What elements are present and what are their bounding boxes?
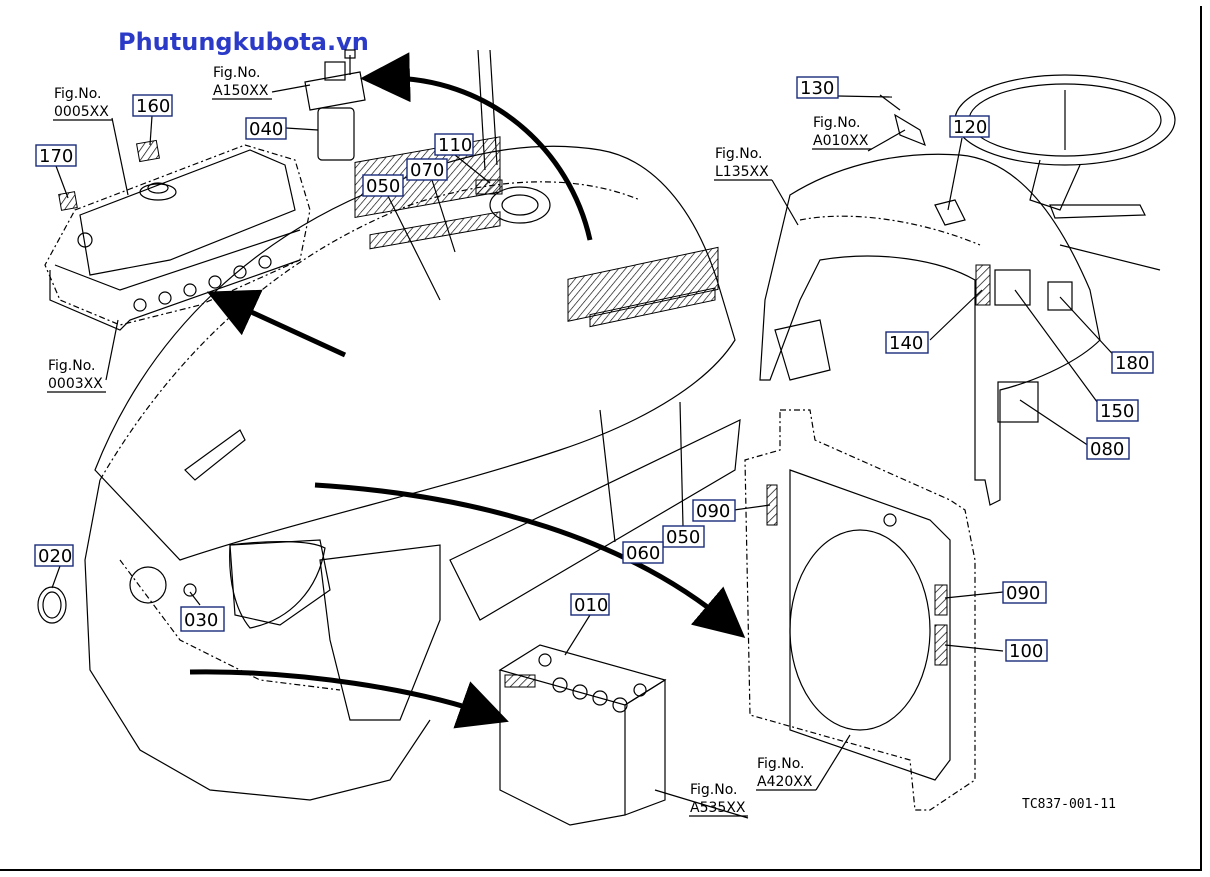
svg-text:170: 170: [39, 146, 73, 167]
decal-110: [475, 179, 503, 195]
svg-text:040: 040: [249, 119, 283, 140]
part-label-130: 130: [796, 76, 839, 99]
part-label-040: 040: [245, 117, 287, 140]
svg-text:070: 070: [410, 160, 444, 181]
engine-drawing: [44, 139, 311, 331]
dash-panel-drawing: [759, 74, 1176, 506]
svg-text:100: 100: [1009, 641, 1043, 662]
svg-text:080: 080: [1090, 439, 1124, 460]
part-label-120: 120: [949, 115, 990, 138]
emblem-020: [37, 586, 67, 624]
svg-text:020: 020: [38, 546, 72, 567]
drawing-code: TC837-001-11: [1022, 797, 1116, 812]
svg-text:Fig.No.: Fig.No.: [715, 146, 763, 162]
part-label-180: 180: [1111, 351, 1154, 374]
fig-ref-A010XX: Fig.No. A010XX: [812, 115, 872, 150]
part-label-050-top: 050: [362, 174, 404, 197]
part-label-100: 100: [1005, 639, 1048, 662]
radiator-frame-drawing: [744, 409, 976, 811]
hood-drawing: [84, 49, 741, 801]
fig-ref-A150XX: Fig.No. A150XX: [212, 65, 272, 100]
arrow-battery: [189, 669, 509, 729]
headlight-drawing: [229, 540, 326, 629]
fig-ref-0003XX: Fig.No. 0003XX: [47, 358, 106, 393]
svg-text:0003XX: 0003XX: [48, 376, 103, 392]
svg-text:010: 010: [574, 595, 608, 616]
svg-text:Fig.No.: Fig.No.: [757, 756, 805, 772]
svg-text:A150XX: A150XX: [213, 83, 269, 99]
svg-text:150: 150: [1100, 401, 1134, 422]
part-label-070: 070: [406, 158, 448, 181]
svg-text:0005XX: 0005XX: [54, 104, 109, 120]
arrow-fuel-filter: [360, 52, 593, 241]
svg-text:050: 050: [666, 527, 700, 548]
svg-text:Fig.No.: Fig.No.: [813, 115, 861, 131]
svg-text:140: 140: [889, 333, 923, 354]
svg-text:Fig.No.: Fig.No.: [213, 65, 261, 81]
part-label-010: 010: [570, 593, 610, 616]
leader-lines: [51, 84, 1121, 819]
decal-050-top: [369, 211, 501, 250]
svg-text:Fig.No.: Fig.No.: [54, 86, 102, 102]
svg-text:A010XX: A010XX: [813, 133, 869, 149]
fig-ref-A420XX: Fig.No. A420XX: [756, 756, 816, 791]
svg-text:060: 060: [626, 543, 660, 564]
border-right: [1200, 6, 1202, 870]
svg-text:090: 090: [696, 501, 730, 522]
part-label-060: 060: [622, 541, 664, 564]
fig-ref-A535XX: Fig.No. A535XX: [689, 782, 748, 817]
part-label-030: 030: [180, 606, 225, 632]
part-label-140: 140: [885, 331, 929, 354]
part-label-090-left: 090: [692, 499, 736, 522]
svg-text:030: 030: [184, 610, 218, 631]
svg-text:180: 180: [1115, 353, 1149, 374]
battery-drawing: [498, 644, 667, 826]
watermark-text: Phutungkubota.vn: [118, 28, 369, 56]
svg-text:A420XX: A420XX: [757, 774, 813, 790]
svg-text:Fig.No.: Fig.No.: [690, 782, 738, 798]
svg-text:050: 050: [366, 176, 400, 197]
part-label-020: 020: [34, 544, 74, 567]
part-label-080: 080: [1086, 437, 1130, 460]
svg-text:Fig.No.: Fig.No.: [48, 358, 96, 374]
fuel-filter-drawing: [304, 49, 366, 161]
part-label-050-side: 050: [662, 525, 705, 548]
svg-text:130: 130: [800, 78, 834, 99]
border-bottom: [0, 869, 1202, 871]
svg-text:120: 120: [953, 117, 987, 138]
part-label-150: 150: [1096, 399, 1139, 422]
svg-text:160: 160: [136, 96, 170, 117]
arrow-radiator: [314, 482, 746, 638]
svg-text:090: 090: [1006, 583, 1040, 604]
fig-ref-L135XX: Fig.No. L135XX: [714, 146, 772, 181]
decal-050-side: [589, 287, 716, 328]
fig-ref-0005XX: Fig.No. 0005XX: [53, 86, 112, 121]
part-label-110: 110: [434, 133, 474, 156]
part-label-160: 160: [132, 94, 173, 117]
svg-text:A535XX: A535XX: [690, 800, 746, 816]
svg-text:L135XX: L135XX: [715, 164, 769, 180]
arrow-engine: [206, 289, 347, 358]
part-label-090-right: 090: [1002, 581, 1047, 604]
part-label-170: 170: [35, 144, 77, 167]
svg-text:110: 110: [438, 135, 472, 156]
